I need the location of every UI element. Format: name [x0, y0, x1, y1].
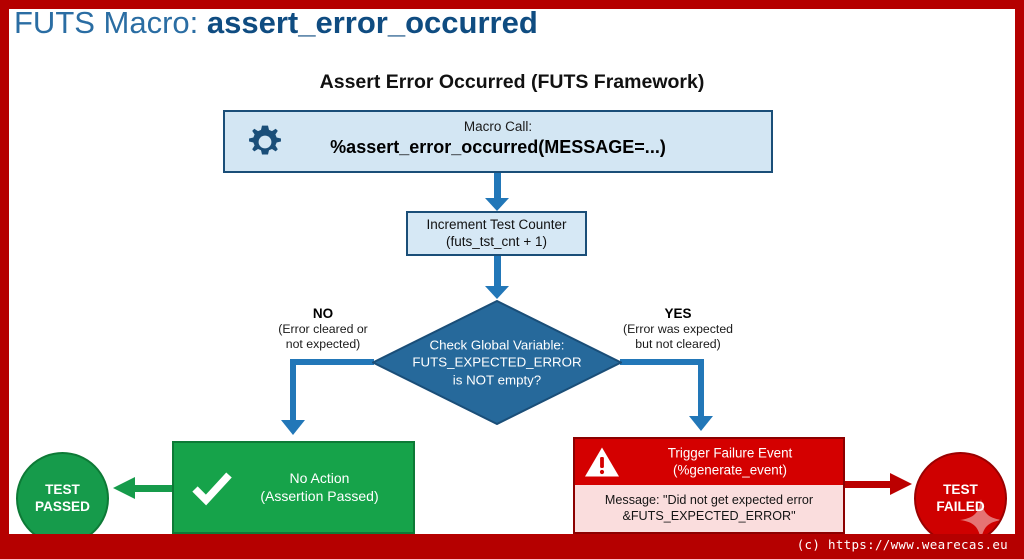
branch-yes-sub-1: (Error was expected: [622, 322, 734, 337]
gear-icon: [245, 122, 285, 162]
branch-no-sub-2: not expected): [285, 337, 361, 352]
macro-call-box: Macro Call: %assert_error_occurred(MESSA…: [223, 110, 773, 173]
no-action-line-2: (Assertion Passed): [260, 488, 379, 505]
macro-call-label: Macro Call:: [463, 119, 533, 134]
branch-no-sub-1: (Error cleared or: [278, 322, 368, 337]
failure-message-line-1: Message: "Did not get expected error: [604, 493, 814, 507]
slide-title: FUTS Macro: assert_error_occurred: [14, 5, 538, 41]
counter-expression: (futs_tst_cnt + 1): [446, 233, 547, 249]
check-icon: [188, 464, 236, 512]
test-failed-line-2: FAILED: [936, 498, 985, 514]
branch-no-key: NO: [312, 306, 334, 321]
trigger-failure-line-2: (%generate_event): [673, 462, 787, 477]
slide-title-prefix: FUTS Macro:: [14, 5, 207, 40]
frame-border-right: [1015, 0, 1024, 559]
test-passed-line-2: PASSED: [35, 498, 90, 514]
trigger-failure-header: Trigger Failure Event (%generate_event): [575, 439, 843, 485]
warning-triangle-icon: [584, 446, 620, 478]
terminal-test-failed: TEST FAILED: [914, 452, 1007, 545]
macro-call-signature: %assert_error_occurred(MESSAGE=...): [330, 137, 666, 158]
decision-diamond: Check Global Variable: FUTS_EXPECTED_ERR…: [372, 300, 622, 425]
frame-border-left: [0, 0, 9, 559]
branch-label-no: NO (Error cleared or not expected): [243, 306, 403, 352]
test-passed-line-1: TEST: [45, 481, 80, 497]
terminal-test-passed: TEST PASSED: [16, 452, 109, 545]
no-action-line-1: No Action: [289, 469, 350, 486]
branch-yes-key: YES: [664, 306, 692, 321]
trigger-failure-box: Trigger Failure Event (%generate_event) …: [573, 437, 845, 534]
no-action-text: No Action (Assertion Passed): [232, 469, 407, 507]
failure-message-line-2: &FUTS_EXPECTED_ERROR": [622, 509, 796, 524]
branch-label-yes: YES (Error was expected but not cleared): [598, 306, 758, 352]
watermark-text: (c) https://www.wearecas.eu: [796, 537, 1008, 552]
diagram-heading: Assert Error Occurred (FUTS Framework): [319, 71, 705, 93]
no-action-box: No Action (Assertion Passed): [172, 441, 415, 534]
trigger-failure-title: Trigger Failure Event (%generate_event): [621, 445, 839, 479]
frame-border-bottom: [0, 534, 1024, 559]
trigger-failure-message: Message: "Did not get expected error &FU…: [575, 485, 843, 525]
increment-counter-box: Increment Test Counter (futs_tst_cnt + 1…: [406, 211, 587, 256]
counter-title: Increment Test Counter: [426, 217, 567, 233]
trigger-failure-line-1: Trigger Failure Event: [667, 445, 793, 461]
branch-yes-sub-2: but not cleared): [635, 337, 721, 352]
test-failed-line-1: TEST: [943, 481, 978, 497]
frame-border-top: [0, 0, 1024, 9]
slide-title-macro-name: assert_error_occurred: [206, 5, 538, 40]
macro-call-text: Macro Call: %assert_error_occurred(MESSA…: [225, 119, 771, 159]
